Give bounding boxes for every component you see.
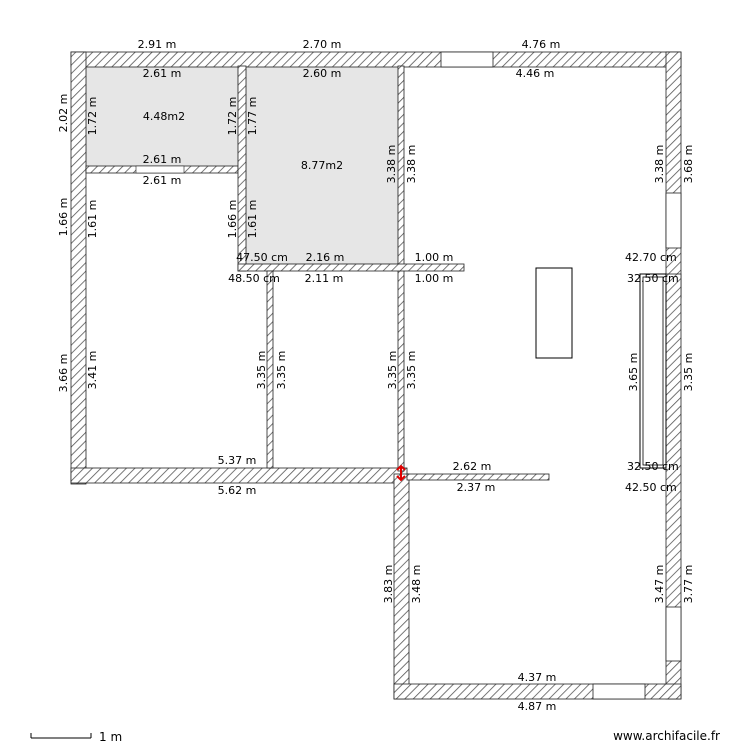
- dim-label: 3.35 m: [682, 353, 695, 392]
- door-gap-r1: [135, 165, 185, 174]
- furniture-cabinet: [639, 273, 667, 469]
- dim-label: 3.35 m: [386, 351, 399, 390]
- dim-label: 3.35 m: [405, 351, 418, 390]
- dim-label: 3.38 m: [653, 145, 666, 184]
- wall-top: [70, 51, 682, 68]
- dim-label: 2.91 m: [138, 38, 177, 51]
- walls: [70, 51, 682, 700]
- dim-label: 2.11 m: [305, 272, 344, 285]
- furniture-cabinet-inner: [642, 276, 664, 466]
- wall-r1-right: [237, 65, 247, 272]
- dim-label: 2.70 m: [303, 38, 342, 51]
- dim-label: 32.50 cm: [627, 272, 679, 285]
- dim-label: 5.37 m: [218, 454, 257, 467]
- window-top: [440, 51, 494, 68]
- dim-label: 1.61 m: [246, 200, 259, 239]
- scale-bar: [30, 733, 92, 739]
- dim-label: 2.16 m: [306, 251, 345, 264]
- window-right-upper: [665, 192, 682, 249]
- dim-label: 42.70 cm: [625, 251, 677, 264]
- dim-label: 42.50 cm: [625, 481, 677, 494]
- wall-left: [70, 51, 87, 485]
- dim-label: 1.72 m: [226, 97, 239, 136]
- dim-label: 3.35 m: [255, 351, 268, 390]
- window-right-lower: [665, 606, 682, 662]
- dim-label: 1.66 m: [226, 200, 239, 239]
- dim-label: 2.61 m: [143, 67, 182, 80]
- dim-label: 2.62 m: [453, 460, 492, 473]
- dim-label: 3.68 m: [682, 145, 695, 184]
- dim-label: 3.65 m: [627, 353, 640, 392]
- dim-label: 1.61 m: [86, 200, 99, 239]
- room-area-medium: 8.77m2: [301, 159, 343, 172]
- window-bottom: [592, 683, 646, 700]
- furniture-table: [535, 267, 573, 359]
- dim-label: 2.37 m: [457, 481, 496, 494]
- dim-label: 47.50 cm: [236, 251, 288, 264]
- room-area-small: 4.48m2: [143, 110, 185, 123]
- dim-label: 5.62 m: [218, 484, 257, 497]
- dim-label: 3.83 m: [382, 565, 395, 604]
- dim-label: 1.66 m: [57, 198, 70, 237]
- dim-label: 1.00 m: [415, 251, 454, 264]
- dim-label: 3.77 m: [682, 565, 695, 604]
- dim-label: 4.37 m: [518, 671, 557, 684]
- red-marker-icon: [396, 464, 406, 482]
- dim-label: 3.38 m: [385, 145, 398, 184]
- watermark-text: www.archifacile.fr: [613, 729, 720, 743]
- dim-label: 1.00 m: [415, 272, 454, 285]
- wall-bottom-left: [70, 467, 408, 484]
- dim-label: 3.48 m: [410, 565, 423, 604]
- dim-label: 1.72 m: [86, 97, 99, 136]
- dim-label: 3.35 m: [275, 351, 288, 390]
- wall-low-top: [406, 473, 550, 481]
- dim-label: 32.50 cm: [627, 460, 679, 473]
- dim-label: 4.76 m: [522, 38, 561, 51]
- dim-label: 1.77 m: [246, 97, 259, 136]
- dim-label: 2.61 m: [143, 153, 182, 166]
- dim-label: 4.87 m: [518, 700, 557, 713]
- scale-label: 1 m: [99, 730, 122, 744]
- room-fill-small: [85, 65, 239, 168]
- wall-low-left: [393, 473, 410, 700]
- dim-label: 3.47 m: [653, 565, 666, 604]
- wall-r2-bottom: [237, 263, 465, 272]
- dim-label: 48.50 cm: [228, 272, 280, 285]
- dim-label: 3.41 m: [86, 351, 99, 390]
- room-fill-medium: [245, 65, 399, 265]
- dim-label: 3.66 m: [57, 354, 70, 393]
- wall-hall-left: [266, 270, 274, 469]
- dim-label: 3.38 m: [405, 145, 418, 184]
- dim-label: 2.02 m: [57, 94, 70, 133]
- dim-label: 2.61 m: [143, 174, 182, 187]
- dim-label: 2.60 m: [303, 67, 342, 80]
- dim-label: 4.46 m: [516, 67, 555, 80]
